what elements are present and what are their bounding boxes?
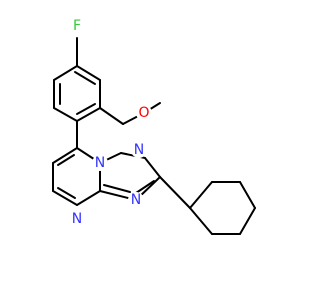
bond [103,184,131,193]
bond [189,181,213,209]
atom-label-n-bridgehead: N [92,155,108,171]
bond [53,65,78,81]
atom-symbol-n: N [134,142,144,158]
bond [239,207,256,235]
atom-label-n-triazole-upper: N [131,142,147,158]
bond [57,187,76,199]
atom-symbol-f: F [73,18,81,34]
structure-canvas: F O N N N N [52,18,256,235]
bond [99,107,124,125]
atom-symbol-n: N [72,211,82,227]
bond [76,107,101,122]
bond [135,180,155,194]
bond [76,190,101,206]
bond [74,71,96,85]
atom-symbol-o: O [138,105,149,121]
bond [239,181,256,209]
bond [57,154,75,166]
bond [76,65,101,81]
bond [53,107,78,122]
atom-label-n-triazole-lower: N [128,192,144,208]
atom-symbol-n: N [95,155,105,171]
atom-label-n-pyrimidine: N [69,211,85,227]
bond [76,103,96,115]
atom-symbol-n: N [131,192,141,208]
molecule-diagram: F O N N N N [52,18,256,235]
atom-label-f: F [69,18,85,34]
bond [144,157,161,178]
bond [52,190,78,206]
atom-label-o: O [136,105,152,121]
bond [52,147,78,164]
bond [189,207,213,235]
bond [159,176,191,209]
